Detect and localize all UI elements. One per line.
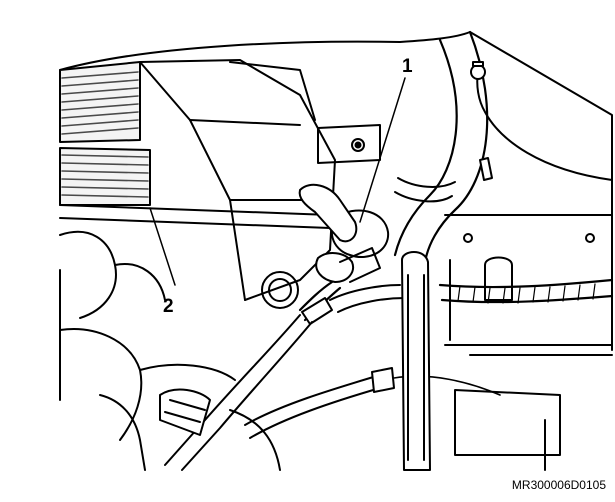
- frame-outline: [59, 31, 613, 351]
- wiring-harness: [164, 278, 614, 471]
- radiator-shroud: [139, 59, 336, 301]
- callout-2-label: 2: [163, 296, 174, 317]
- hose-clamp: [298, 183, 390, 283]
- radiator-core: [59, 61, 151, 206]
- callout-1-label: 1: [402, 56, 413, 77]
- body-panel: [444, 214, 613, 471]
- radiator-hose: [393, 30, 489, 264]
- support-bar: [59, 204, 331, 229]
- sensor-cable: [470, 61, 613, 181]
- lower-components: [59, 230, 299, 471]
- support-pillar: [401, 251, 431, 471]
- leader-lines: [149, 77, 406, 286]
- document-id: MR300006D0105: [512, 478, 606, 492]
